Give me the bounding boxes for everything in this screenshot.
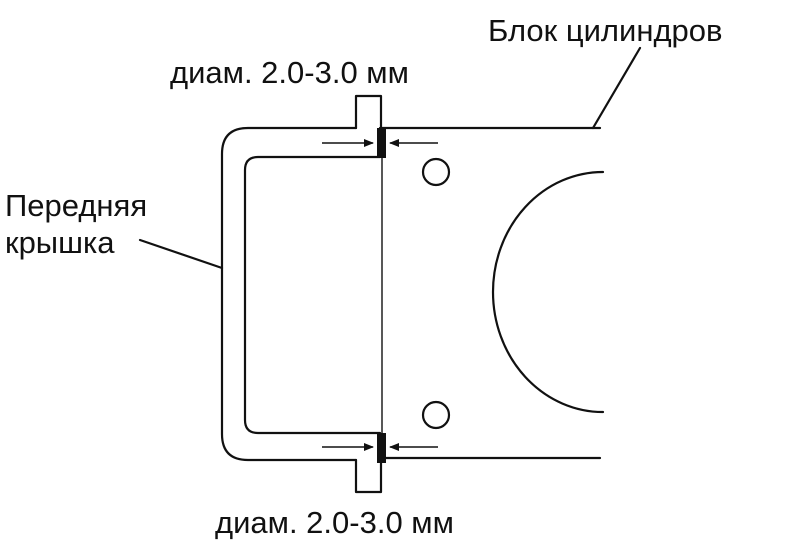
front-cover	[220, 94, 383, 494]
crankshaft-bore-arc	[491, 170, 605, 414]
label-front-cover-line2: крышка	[5, 225, 115, 260]
front-cover-inner	[243, 155, 382, 435]
label-front-cover-line1: Передняя	[5, 188, 147, 223]
bolt-hole-bottom	[421, 400, 451, 430]
leader-front-cover	[138, 238, 224, 270]
label-dimension-bottom: диам. 2.0-3.0 мм	[215, 505, 454, 540]
sealant-bead-bottom	[377, 433, 386, 463]
front-cover-outer	[220, 126, 358, 462]
label-cylinder-block: Блок цилиндров	[488, 13, 722, 48]
bolt-hole-top	[421, 157, 451, 187]
label-dimension-top: диам. 2.0-3.0 мм	[170, 55, 409, 90]
cylinder-block	[378, 126, 605, 460]
front-cover-flange-bottom	[354, 458, 383, 494]
front-cover-flange-top	[354, 94, 383, 130]
sealant-bead-top	[377, 128, 386, 158]
leader-cylinder-block	[591, 46, 642, 130]
